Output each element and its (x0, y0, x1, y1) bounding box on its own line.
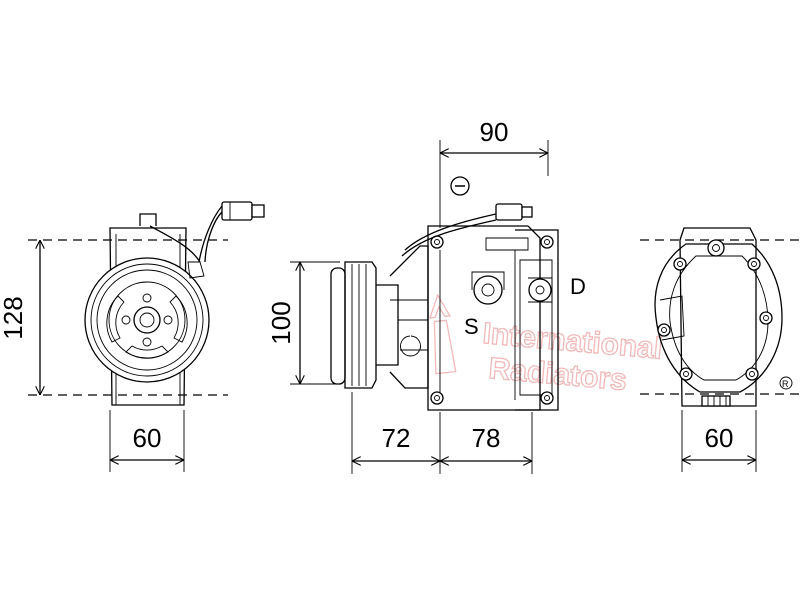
rear-view: 60 (640, 227, 800, 472)
minus-circle-icon (450, 176, 470, 196)
rear-head-outline (654, 243, 783, 393)
front-pulley-groove (90, 263, 204, 377)
discharge-port (528, 278, 552, 302)
side-view: S D 100 90 72 78 (266, 117, 586, 474)
side-left-width-label: 72 (382, 423, 411, 453)
discharge-port-label: D (570, 274, 586, 299)
rear-bottom-connector (701, 395, 731, 407)
connector-plug-icon (221, 201, 265, 221)
side-wire (404, 213, 497, 251)
side-pulley-face (330, 267, 346, 385)
front-height-label: 128 (0, 296, 28, 339)
front-width-label: 60 (133, 423, 162, 453)
suction-port-label: S (464, 314, 479, 339)
front-pulley-outer (84, 257, 210, 383)
front-view: 128 60 (0, 201, 265, 472)
svg-text:R: R (782, 379, 789, 389)
suction-port (473, 275, 503, 305)
side-height-label: 100 (266, 301, 296, 344)
rear-width-label: 60 (705, 423, 734, 453)
side-pulley (344, 261, 377, 389)
front-hub (133, 306, 161, 334)
side-right-width-label: 78 (472, 423, 501, 453)
front-wire (149, 225, 201, 263)
connector-plug-icon (495, 203, 533, 221)
rear-body-outline (679, 227, 757, 407)
side-front-housing (389, 245, 429, 389)
side-top-width-label: 90 (480, 117, 509, 147)
registered-mark-icon: R (779, 376, 793, 390)
side-main-body (427, 225, 541, 411)
side-rear-head (515, 229, 559, 411)
watermark: International Radiators R (429, 293, 793, 398)
